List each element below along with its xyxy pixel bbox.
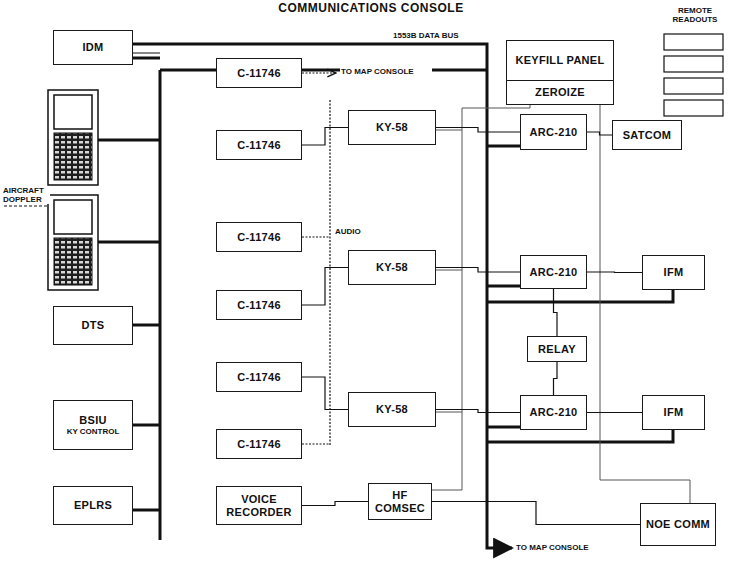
equipment-box: IDM xyxy=(53,30,133,65)
equipment-box: ARC-210 xyxy=(520,395,587,430)
equipment-box: KY-58 xyxy=(348,392,436,427)
equipment-box: KEYFILL PANELZEROIZE xyxy=(506,40,614,105)
signal-line xyxy=(302,377,348,410)
signal-line xyxy=(587,271,642,273)
doppler-lead xyxy=(4,206,48,207)
box-label: IDM xyxy=(82,41,103,54)
equipment-box: KY-58 xyxy=(348,250,436,285)
equipment-box: IFM xyxy=(642,395,705,430)
equipment-box: C-11746 xyxy=(216,58,302,88)
keyfill-wire xyxy=(432,105,690,503)
wire-label: REMOTE READOUTS xyxy=(660,6,730,24)
box-label: HF COMSEC xyxy=(373,489,427,514)
box-label: ARC-210 xyxy=(530,126,578,139)
signal-line xyxy=(436,268,520,273)
box-label: ARC-210 xyxy=(530,406,578,419)
box-label: C-11746 xyxy=(237,231,281,244)
signal-line xyxy=(302,128,348,146)
signal-line xyxy=(587,132,612,135)
signal-line xyxy=(554,362,558,395)
equipment-box: C-11746 xyxy=(216,130,302,160)
display-unit xyxy=(48,90,98,290)
wire-label: TO MAP CONSOLE xyxy=(340,67,432,76)
signal-line xyxy=(436,128,520,133)
box-label: C-11746 xyxy=(237,67,281,80)
box-label: KEYFILL PANEL xyxy=(507,41,613,80)
equipment-box: DTS xyxy=(53,306,133,345)
diagram-title: COMMUNICATIONS CONSOLE xyxy=(230,2,512,16)
box-label: C-11746 xyxy=(237,371,281,384)
box-label: C-11746 xyxy=(237,299,281,312)
box-label: RELAY xyxy=(538,343,576,356)
box-label: DTS xyxy=(82,319,105,332)
signal-line xyxy=(302,502,368,506)
wire-label: AIRCRAFT DOPPLER xyxy=(2,186,50,204)
box-label: KY-58 xyxy=(376,403,408,416)
box-label: NOE COMM xyxy=(646,518,710,531)
wire-label: TO MAP CONSOLE xyxy=(515,543,607,552)
box-label: IFM xyxy=(664,406,684,419)
box-label: C-11746 xyxy=(237,139,281,152)
box-label: BSIU xyxy=(79,414,106,427)
equipment-box: C-11746 xyxy=(216,222,302,252)
equipment-box: ARC-210 xyxy=(520,114,587,150)
signal-line xyxy=(432,502,640,525)
remote-readout xyxy=(664,34,723,116)
equipment-box: NOE COMM xyxy=(640,503,716,546)
box-label: C-11746 xyxy=(237,438,281,451)
audio-wire xyxy=(302,100,330,446)
audio-arrow xyxy=(302,72,336,73)
signal-line xyxy=(436,410,520,413)
signal-line xyxy=(554,289,558,336)
box-label: KY-58 xyxy=(376,261,408,274)
equipment-box: C-11746 xyxy=(216,429,302,459)
equipment-box: KY-58 xyxy=(348,110,436,145)
signal-line xyxy=(587,412,642,413)
equipment-box: C-11746 xyxy=(216,290,302,320)
equipment-box: RELAY xyxy=(527,336,587,362)
equipment-box: VOICE RECORDER xyxy=(216,486,302,525)
box-label: VOICE RECORDER xyxy=(221,493,297,518)
equipment-box: EPLRS xyxy=(53,486,133,525)
box-label: SATCOM xyxy=(623,129,672,142)
box-label: EPLRS xyxy=(74,499,112,512)
box-label: IFM xyxy=(664,266,684,279)
equipment-box: ARC-210 xyxy=(520,255,587,289)
equipment-box: C-11746 xyxy=(216,362,302,392)
signal-line xyxy=(302,268,348,306)
bus-wire xyxy=(133,53,160,54)
box-label: ZEROIZE xyxy=(507,80,613,104)
wire-label: AUDIO xyxy=(334,227,376,236)
box-label: KY-58 xyxy=(376,121,408,134)
wire-label: 1553B DATA BUS xyxy=(392,31,474,40)
bus-arrow xyxy=(498,547,512,550)
box-label: ARC-210 xyxy=(530,266,578,279)
data-bus xyxy=(98,44,673,548)
equipment-box: HF COMSEC xyxy=(368,483,432,520)
equipment-box: BSIUKY CONTROL xyxy=(53,400,133,450)
equipment-box: SATCOM xyxy=(612,120,682,150)
box-label: KY CONTROL xyxy=(67,427,120,436)
equipment-box: IFM xyxy=(642,255,705,290)
